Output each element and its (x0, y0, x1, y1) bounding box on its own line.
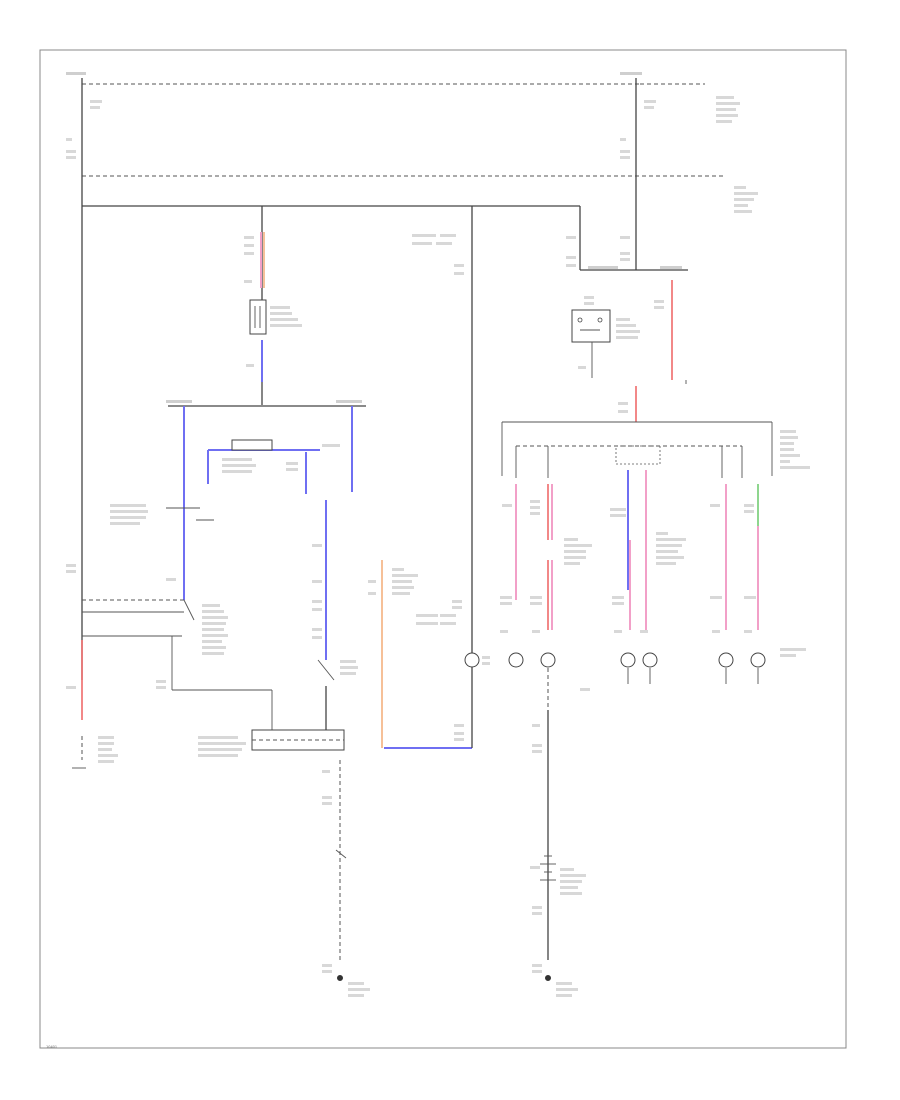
lamp-6 (718, 652, 734, 668)
diagram-frame (39, 49, 847, 1049)
lamp-2 (508, 652, 524, 668)
left-switch-block (66, 564, 273, 769)
lamp-distribution (501, 386, 810, 478)
right-ground-path (530, 668, 586, 997)
lamp-branches (500, 470, 759, 633)
footer-code: 10401 (46, 1045, 57, 1049)
fuse-labels (66, 72, 758, 213)
lamp-3 (540, 652, 556, 668)
bus-horizontal (110, 400, 366, 600)
right-relay-module (566, 236, 688, 384)
lamp-5 (642, 652, 658, 668)
center-wire-labels (412, 234, 464, 741)
lamp-1 (464, 652, 480, 668)
bottom-left-connector (198, 560, 473, 997)
left-relay (244, 232, 302, 405)
center-left-path (312, 500, 358, 730)
lamp-7 (750, 652, 766, 668)
power-rails (81, 78, 725, 700)
lamp-4 (620, 652, 636, 668)
lamps (464, 648, 806, 691)
